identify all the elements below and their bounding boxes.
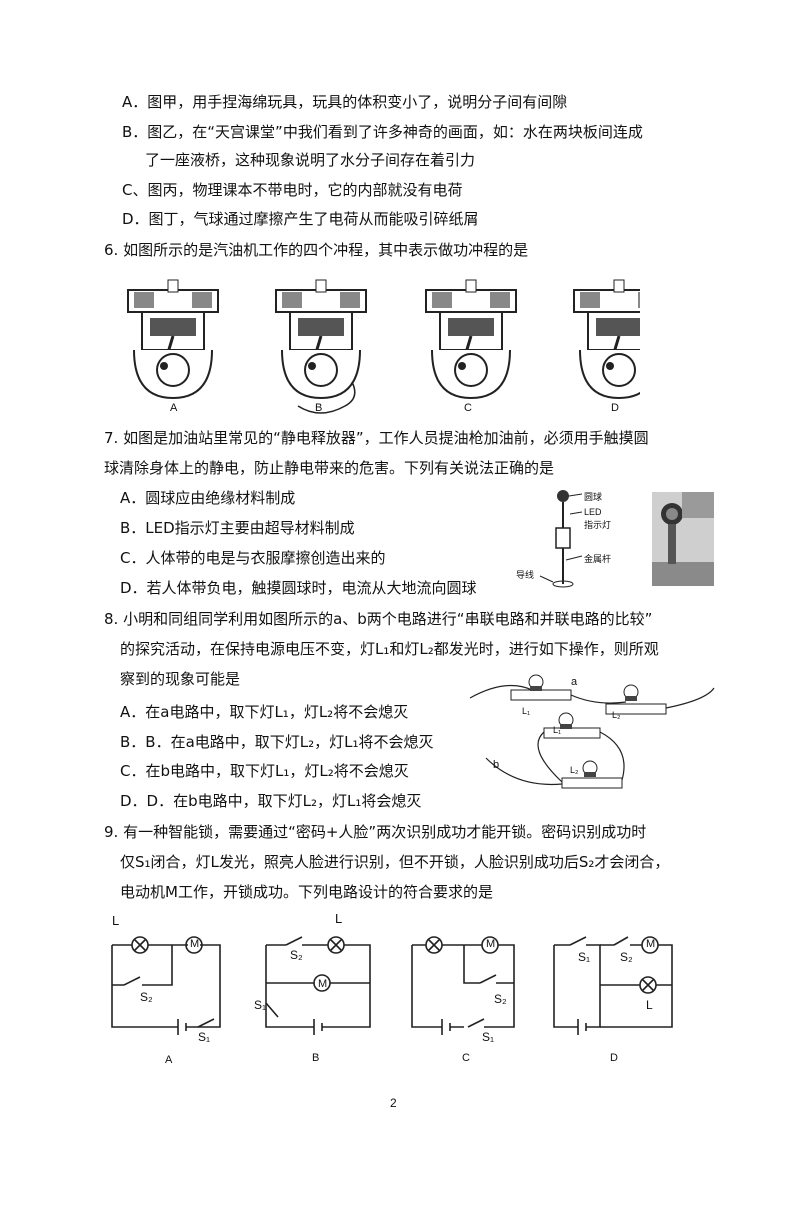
q9-label-b: B (312, 1052, 320, 1064)
engine-stroke-figures (126, 278, 640, 414)
q9-stem-line1: 9. 有一种智能锁，需要通过“密码+人脸”两次识别成功才能开锁。密码识别成功时 (104, 823, 647, 841)
b-s2-label: S₂ (290, 948, 303, 962)
label-metal-rod: 金属杆 (584, 554, 612, 564)
q6-label-b: B (315, 402, 323, 414)
label-wire: 导线 (516, 570, 535, 580)
q8-option-c: C．在b电路中，取下灯L₁，灯L₂将不会熄灭 (120, 762, 409, 780)
circuit-a-l2-label: L₂ (612, 710, 621, 720)
lock-circuit-diagrams (111, 936, 673, 1035)
q5-option-b: B．图乙，在“天宫课堂”中我们看到了许多神奇的画面，如：水在两块板间连成 (122, 123, 643, 141)
q6-label-d: D (611, 402, 619, 414)
a-s1-label: S₁ (198, 1030, 211, 1044)
page-number: 2 (390, 1096, 397, 1110)
c-motor-label: M (486, 938, 496, 950)
q8-stem-line1: 8. 小明和同组同学利用如图所示的a、b两个电路进行“串联电路和并联电路的比较” (104, 610, 653, 628)
q9-stem-line3: 电动机M工作，开锁成功。下列电路设计的符合要求的是 (120, 883, 493, 901)
q9-label-a: A (165, 1054, 173, 1066)
c-s2-label: S₂ (494, 992, 507, 1006)
q7-stem-line2: 球清除身体上的静电，防止静电带来的危害。下列有关说法正确的是 (104, 459, 555, 477)
static-discharger-diagram (539, 490, 583, 588)
q5-option-b-cont: 了一座液桥，这种现象说明了水分子间存在着引力 (145, 151, 476, 169)
engine-figure-b (274, 278, 368, 400)
circuit-a-l1-label: L₁ (522, 706, 531, 716)
label-ball: 圆球 (584, 492, 603, 502)
circuit-a-label: a (571, 676, 578, 688)
d-s1-label: S₁ (578, 950, 591, 964)
q8-stem-line3: 察到的现象可能是 (120, 670, 241, 688)
a-s2-label: S₂ (140, 990, 153, 1004)
q6-label-a: A (170, 402, 178, 414)
q8-stem-line2: 的探究活动，在保持电源电压不变，灯L₁和灯L₂都发光时，进行如下操作，则所观 (120, 640, 659, 658)
d-lamp-label: L (646, 998, 653, 1012)
q7-option-b: B．LED指示灯主要由超导材料制成 (120, 519, 355, 537)
d-s2-label: S₂ (620, 950, 633, 964)
circuit-b-l2-label: L₂ (570, 765, 579, 775)
q7-stem-line1: 7. 如图是加油站里常见的“静电释放器”，工作人员提油枪加油前，必须用手触摸圆 (104, 429, 649, 447)
engine-figure-d (572, 278, 640, 400)
q5-option-c: C、图丙，物理课本不带电时，它的内部就没有电荷 (122, 181, 463, 199)
q9-label-c: C (462, 1052, 470, 1064)
a-lamp-label: L (112, 913, 120, 928)
q5-option-a: A．图甲，用手捏海绵玩具，玩具的体积变小了，说明分子间有间隙 (122, 93, 568, 111)
q6-label-c: C (464, 402, 472, 414)
engine-figure-a (126, 278, 220, 400)
a-motor-label: M (190, 938, 200, 950)
q8-option-d: D．D．在b电路中，取下灯L₂，灯L₁将会熄灭 (120, 792, 422, 810)
q7-option-d: D．若人体带负电，触摸圆球时，电流从大地流向圆球 (120, 579, 477, 597)
q7-option-a: A．圆球应由绝缘材料制成 (120, 489, 296, 507)
q5-option-d: D．图丁，气球通过摩擦产生了电荷从而能吸引碎纸屑 (122, 210, 479, 228)
label-indicator: 指示灯 (584, 520, 612, 530)
q8-option-a: A．在a电路中，取下灯L₁，灯L₂将不会熄灭 (120, 703, 409, 721)
q9-stem-line2: 仅S₁闭合，灯L发光，照亮人脸进行识别，但不开锁，人脸识别成功后S₂才会闭合， (120, 853, 670, 871)
b-motor-label: M (318, 978, 328, 990)
engine-figure-c (424, 278, 518, 400)
q9-label-d: D (610, 1052, 618, 1064)
circuit-b-l1-label: L₁ (553, 725, 562, 735)
q6-stem: 6. 如图所示的是汽油机工作的四个冲程，其中表示做功冲程的是 (104, 241, 529, 259)
circuit-b-label: b (493, 759, 500, 771)
d-motor-label: M (646, 938, 656, 950)
q7-option-c: C．人体带的电是与衣服摩擦创造出来的 (120, 549, 386, 567)
label-led: LED (584, 507, 602, 517)
c-s1-label: S₁ (482, 1030, 495, 1044)
circuit-photo-a-b (469, 674, 715, 789)
b-lamp-label: L (335, 911, 343, 926)
discharger-photo (652, 492, 714, 586)
q8-option-b: B．B．在a电路中，取下灯L₂，灯L₁将不会熄灭 (120, 733, 434, 751)
b-s1-label: S₁ (254, 998, 267, 1012)
